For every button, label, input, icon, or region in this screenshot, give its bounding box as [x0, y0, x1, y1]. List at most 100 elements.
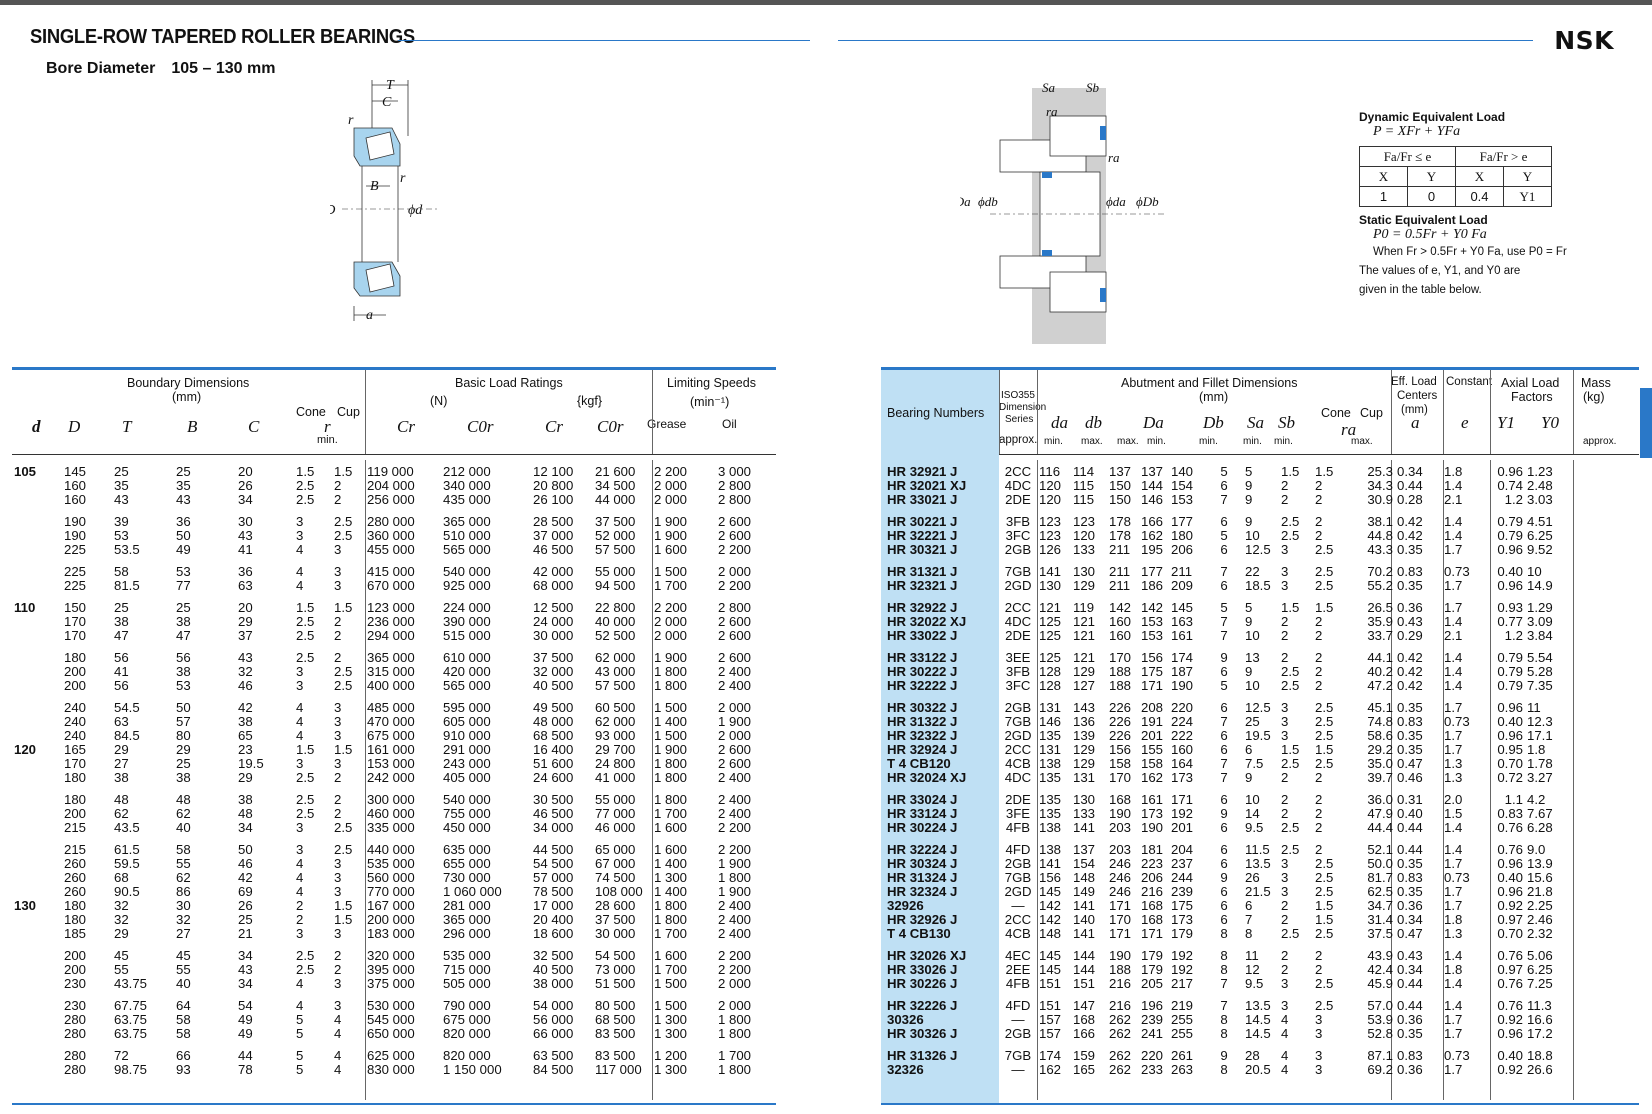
cell-Sb: 5	[1245, 600, 1253, 615]
cell-Y0: 0.95	[1497, 742, 1523, 757]
cell-T: 41	[114, 664, 129, 679]
cell-g: 1 300	[654, 1062, 688, 1077]
cell-Y0: 0.96	[1497, 1026, 1523, 1041]
cell-g: 1 800	[654, 678, 688, 693]
cell-Da1: 246	[1109, 870, 1132, 885]
cell-da: 128	[1039, 664, 1062, 679]
cell-ra2: 3	[1315, 1012, 1323, 1027]
cell-ra2: 2	[1315, 650, 1323, 665]
cell-a: 44.4	[1367, 820, 1393, 835]
cell-Y0: 0.92	[1497, 1012, 1523, 1027]
cell-e: 0.34	[1397, 464, 1423, 479]
cell-Cr: 455 000	[367, 542, 415, 557]
hdr-da-min: min.	[1044, 436, 1063, 447]
cell-C0rk: 108 000	[595, 884, 643, 899]
cell-Db: 255	[1171, 1026, 1194, 1041]
col-divider-7	[1573, 460, 1574, 1100]
hdr-axial1: Axial Load	[1501, 376, 1560, 390]
cell-m: 17.1	[1527, 728, 1553, 743]
hdr-divider-1	[365, 370, 366, 454]
cell-a: 44.8	[1367, 528, 1393, 543]
cell-C0rk: 55 000	[595, 792, 636, 807]
cell-Da2: 196	[1141, 998, 1164, 1013]
cell-iso: 4DC	[1004, 770, 1032, 785]
cell-Crk: 49 500	[533, 700, 574, 715]
cell-T: 32	[114, 912, 129, 927]
cell-db: 139	[1073, 728, 1096, 743]
cell-ra2: 2	[1315, 678, 1323, 693]
cell-C0r: 390 000	[443, 614, 491, 629]
cell-ra1: 2	[1281, 806, 1289, 821]
cell-Sa: 5	[1220, 678, 1228, 693]
cell-r1: 2.5	[296, 948, 315, 963]
cell-Crk: 37 500	[533, 650, 574, 665]
cell-db: 141	[1073, 898, 1096, 913]
cell-o: 2 000	[718, 564, 752, 579]
cell-Db: 153	[1171, 492, 1194, 507]
cell-C0rk: 34 500	[595, 478, 636, 493]
cell-da: 120	[1039, 492, 1062, 507]
cell-da: 151	[1039, 976, 1062, 991]
cell-a: 52.1	[1367, 842, 1393, 857]
cell-r1: 2.5	[296, 806, 315, 821]
cell-e: 0.36	[1397, 600, 1423, 615]
cell-Y0: 0.79	[1497, 678, 1523, 693]
cell-Da2: 205	[1141, 976, 1164, 991]
cell-Cr: 153 000	[367, 756, 415, 771]
cell-da: 131	[1039, 700, 1062, 715]
cell-Sb: 14.5	[1245, 1026, 1271, 1041]
cell-r1: 1.5	[296, 742, 315, 757]
cell-o: 1 700	[718, 1048, 752, 1063]
cell-o: 2 600	[718, 514, 752, 529]
cell-a: 62.5	[1367, 884, 1393, 899]
cell-Sb: 21.5	[1245, 884, 1271, 899]
cell-d	[12, 807, 62, 821]
cell-C: 42	[238, 700, 253, 715]
cell-B: 49	[176, 542, 191, 557]
cell-C0r: 365 000	[443, 912, 491, 927]
cell-B: 38	[176, 664, 191, 679]
cell-ra2: 3	[1315, 1026, 1323, 1041]
cell-Y1: 0.73	[1444, 870, 1470, 885]
cell-Db: 173	[1171, 912, 1194, 927]
cell-Cr: 320 000	[367, 948, 415, 963]
cell-iso: —	[1011, 1062, 1025, 1077]
cell-m: 9.52	[1527, 542, 1553, 557]
cell-r2: 4	[334, 1048, 342, 1063]
cell-Da2: 173	[1141, 806, 1164, 821]
cell-a: 35.9	[1367, 614, 1393, 629]
cell-Y0: 0.97	[1497, 962, 1523, 977]
cell-Da1: 190	[1109, 948, 1132, 963]
cell-C0r: 605 000	[443, 714, 491, 729]
cell-Crk: 48 000	[533, 714, 574, 729]
cell-g: 1 700	[654, 926, 688, 941]
cell-D: 160	[64, 492, 87, 507]
diagram-label-Db: ϕDb	[1136, 194, 1159, 209]
cell-e: 0.47	[1397, 926, 1423, 941]
cell-db: 115	[1073, 492, 1095, 507]
cell-Db: 204	[1171, 842, 1194, 857]
hdr-Sa: Sa	[1247, 413, 1264, 432]
diagram-label-T: T	[386, 78, 395, 93]
cell-e: 0.44	[1397, 998, 1423, 1013]
diagram-label-r-top: r	[348, 113, 354, 128]
cell-T: 47	[114, 628, 129, 643]
hdr-divider-8	[1573, 370, 1574, 454]
cell-ra2: 2	[1315, 478, 1323, 493]
cell-o: 2 600	[718, 756, 752, 771]
cell-C0r: 405 000	[443, 770, 491, 785]
cell-r1: 4	[296, 856, 304, 871]
cell-D: 225	[64, 564, 87, 579]
cell-a: 45.1	[1367, 700, 1393, 715]
cell-C0r: 730 000	[443, 870, 491, 885]
right-table-header-rule	[881, 454, 1639, 455]
diagram-label-B: B	[370, 179, 379, 194]
hdr-r-min: min.	[317, 434, 338, 446]
